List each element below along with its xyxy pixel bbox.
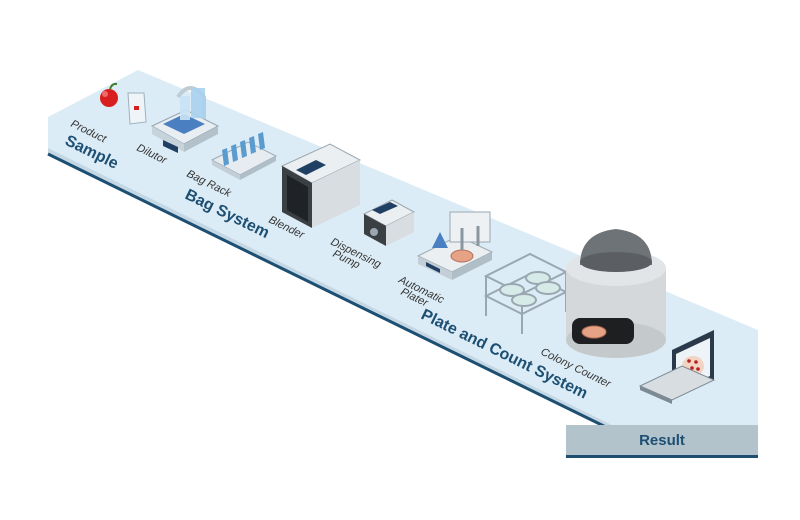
laptop-icon (638, 330, 716, 404)
platform (47, 70, 758, 432)
product-apple-icon (100, 82, 118, 107)
dispensing-pump-icon (362, 199, 416, 246)
colony-counter-icon (566, 229, 666, 358)
result-label: Result (639, 432, 685, 449)
result-box-face (566, 425, 758, 455)
dilutor-machine-icon (150, 86, 220, 153)
platform-edge-line (47, 152, 613, 432)
bag-rack-icon (210, 132, 278, 180)
dilutor-bag-icon (127, 92, 147, 125)
result-box: Result (566, 425, 758, 458)
automatic-plater-icon (416, 211, 494, 280)
result-box-bottom-line (566, 455, 758, 458)
platform-top (48, 70, 758, 425)
blender-icon (280, 143, 362, 228)
